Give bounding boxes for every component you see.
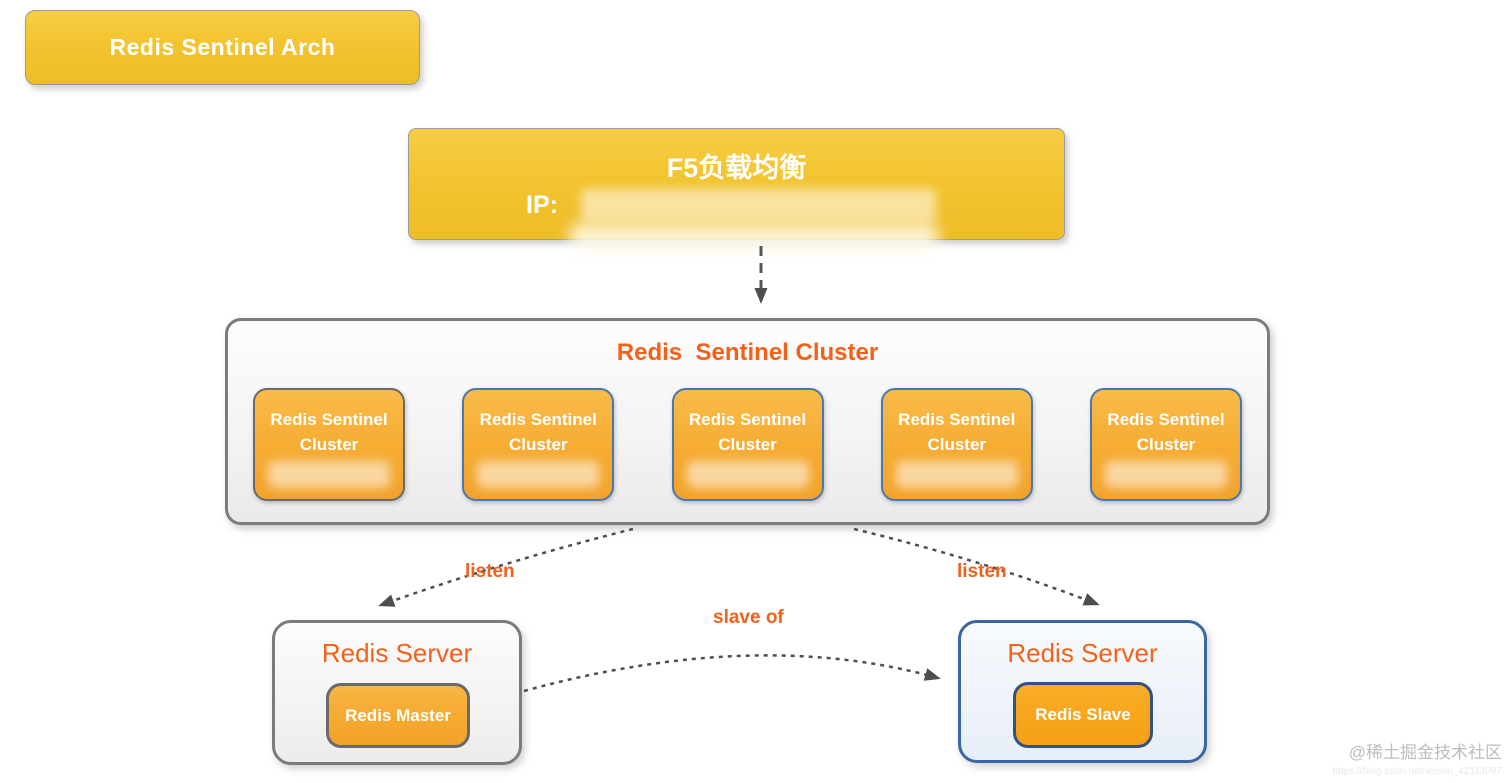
sentinel-cluster-container: Redis Sentinel Cluster Redis Sentinel Cl…	[225, 318, 1270, 525]
listen-label-right: listen	[957, 561, 1007, 582]
sentinel-node-1: Redis Sentinel Cluster	[253, 388, 405, 501]
listen-label-left: listen	[465, 561, 515, 582]
sentinel-node-4: Redis Sentinel Cluster	[880, 388, 1033, 501]
redacted-node-address	[686, 461, 809, 488]
blur-smear	[569, 223, 939, 251]
sentinel-node-2: Redis Sentinel Cluster	[462, 388, 615, 501]
arrow-slave-of	[523, 654, 941, 693]
redis-server-master-title: Redis Server	[321, 638, 473, 668]
watermark-community-text: @稀土掘金技术社区	[1348, 743, 1502, 762]
redacted-node-address	[1105, 461, 1227, 488]
watermark: @稀土掘金技术社区 https://blog.csdn.net/weixin_4…	[1333, 738, 1502, 777]
redis-server-slave-title: Redis Server	[1007, 638, 1158, 668]
redis-master-node: Redis Master	[326, 683, 470, 748]
redacted-ip-value	[581, 189, 936, 222]
ip-label: IP:	[526, 191, 558, 219]
redacted-node-address	[477, 461, 600, 488]
arch-title-box: Redis Sentinel Arch	[25, 10, 420, 85]
f5-load-balancer-title: F5负载均衡	[666, 153, 807, 183]
sentinel-node-label: Redis Sentinel Cluster	[479, 410, 597, 454]
slave-of-label: slave of	[713, 607, 784, 628]
sentinel-cluster-title: Redis Sentinel Cluster	[616, 339, 879, 366]
sentinel-node-label: Redis Sentinel Cluster	[898, 410, 1016, 454]
sentinel-node-3: Redis Sentinel Cluster	[671, 388, 824, 501]
redacted-node-address	[268, 461, 390, 488]
sentinel-node-label: Redis Sentinel Cluster	[688, 410, 807, 454]
watermark-url-text: https://blog.csdn.net/weixin_42114097	[1332, 766, 1502, 777]
redis-server-master-box: Redis Server Redis Master	[272, 620, 522, 765]
sentinel-node-row: Redis Sentinel Cluster Redis Sentinel Cl…	[228, 388, 1267, 501]
redis-slave-node: Redis Slave	[1013, 682, 1153, 748]
sentinel-node-5: Redis Sentinel Cluster	[1090, 388, 1242, 501]
redacted-node-address	[895, 461, 1018, 488]
arch-title-label: Redis Sentinel Arch	[109, 34, 336, 60]
redis-server-slave-box: Redis Server Redis Slave	[958, 620, 1207, 763]
sentinel-node-label: Redis Sentinel Cluster	[270, 410, 388, 454]
sentinel-node-label: Redis Sentinel Cluster	[1107, 410, 1225, 454]
f5-load-balancer-box: F5负载均衡 IP:	[408, 128, 1065, 251]
